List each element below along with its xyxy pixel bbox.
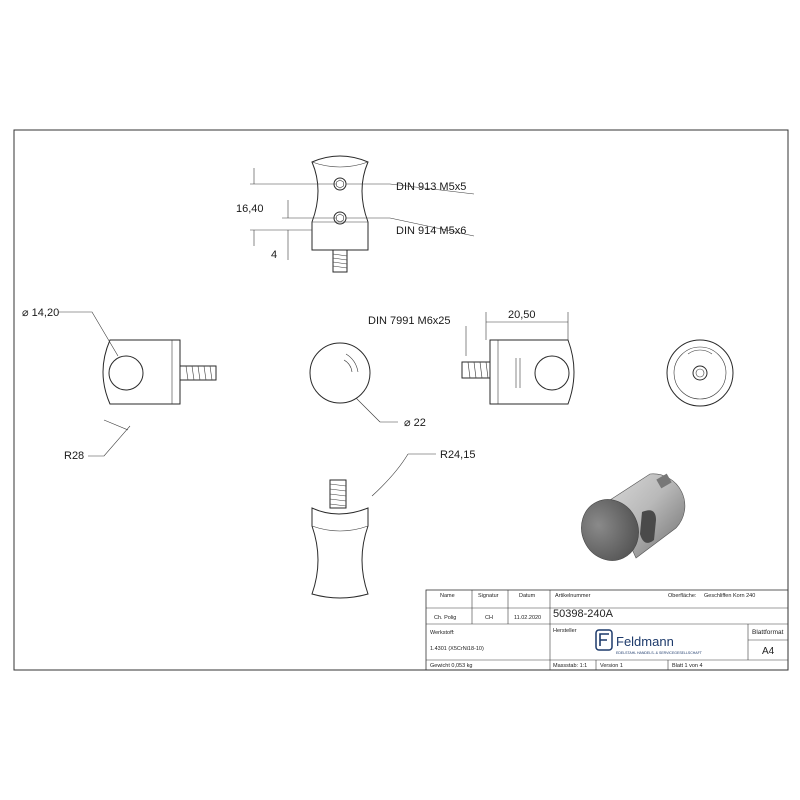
end-view xyxy=(666,339,734,407)
tb-name: Ch. Polig xyxy=(434,615,456,621)
tb-company-tagline: EDELSTAHL HANDELS- & SERVICEGESELLSCHAFT xyxy=(616,651,703,655)
dim-din913: DIN 913 M5x5 xyxy=(396,181,466,193)
front-ball-view xyxy=(309,342,398,423)
sheet-border xyxy=(13,129,789,671)
dim-din7991: DIN 7991 M6x25 xyxy=(368,315,451,327)
tb-version: Version 1 xyxy=(600,663,623,669)
dim-width: 20,50 xyxy=(508,309,536,321)
tb-material-label: Werkstoff: xyxy=(430,630,455,636)
dim-radius-side: R28 xyxy=(64,450,84,462)
dim-height: 16,40 xyxy=(236,203,264,215)
tb-surface-value: Geschliffen Korn 240 xyxy=(704,593,755,599)
tb-article-label: Artikelnummer xyxy=(555,593,591,599)
tb-company-name: Feldmann xyxy=(616,634,674,649)
tb-weight: Gewicht 0,053 kg xyxy=(430,663,473,669)
top-view xyxy=(250,155,475,273)
title-block xyxy=(425,589,789,671)
tb-header-date: Datum xyxy=(519,593,536,599)
dim-offset: 4 xyxy=(271,249,277,261)
tb-manufacturer-label: Hersteller xyxy=(553,628,577,634)
tb-format-label: Blattformat xyxy=(752,629,784,636)
tb-format-value: A4 xyxy=(762,646,775,657)
tb-material-value: 1.4301 (X5CrNi18-10) xyxy=(430,646,484,652)
feldmann-logo-icon xyxy=(595,629,613,651)
tb-scale: Massstab: 1:1 xyxy=(553,663,587,669)
dim-bore-diameter: ⌀ 14,20 xyxy=(22,307,59,319)
dim-radius-bottom: R24,15 xyxy=(440,449,475,461)
tb-header-signature: Signatur xyxy=(478,593,499,599)
tb-article-number: 50398-240A xyxy=(553,608,614,620)
dim-ball-diameter: ⌀ 22 xyxy=(404,417,426,429)
tb-date: 11.02.2020 xyxy=(514,615,541,621)
bottom-view xyxy=(311,453,436,599)
left-side-view xyxy=(58,311,217,457)
dim-din914: DIN 914 M5x6 xyxy=(396,225,466,237)
tb-signature: CH xyxy=(485,615,493,621)
tb-surface-label: Oberfläche: xyxy=(668,593,697,599)
tb-header-name: Name xyxy=(440,593,455,599)
isometric-view xyxy=(581,473,686,561)
tb-sheet: Blatt 1 von 4 xyxy=(672,663,703,669)
right-side-view xyxy=(461,312,575,405)
